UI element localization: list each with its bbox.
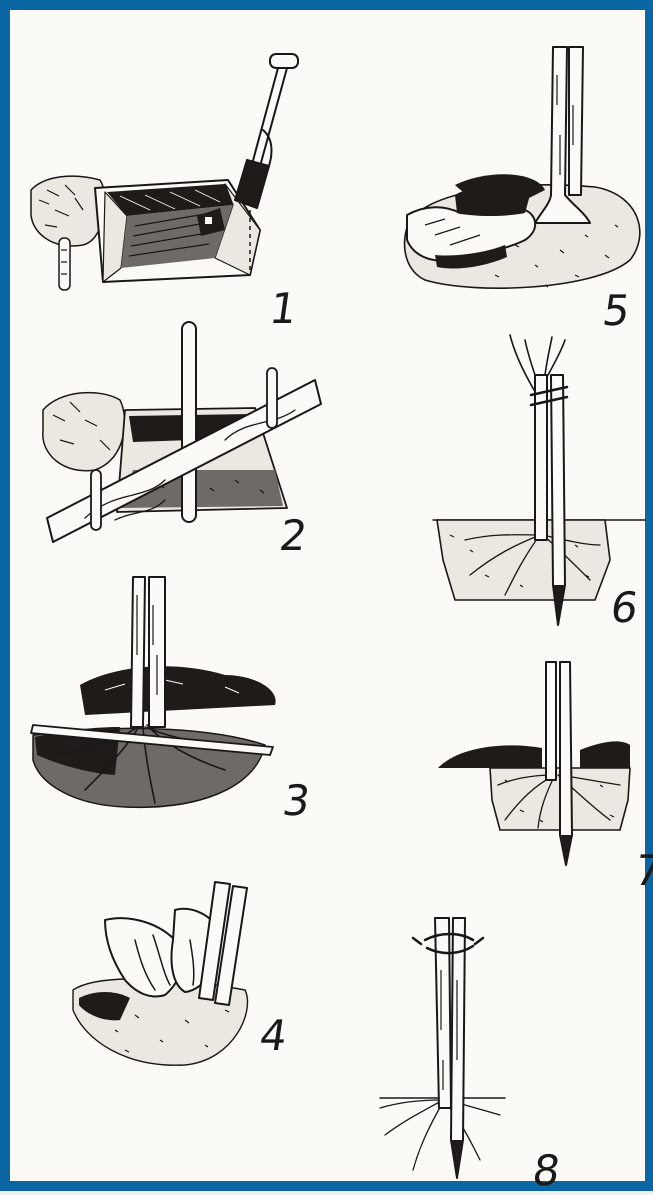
mark-center-with-stake-and-board-icon: [25, 320, 325, 560]
roots-in-filled-hole-icon: [430, 660, 653, 895]
step-4-panel: 4: [65, 880, 325, 1080]
step-3-panel: 3: [25, 575, 325, 825]
step-8-panel: 8: [365, 910, 610, 1195]
tree-tied-with-string-to-stake-icon: [365, 910, 610, 1195]
step-6-panel: 6: [425, 335, 653, 635]
step-7-panel: 7: [430, 660, 653, 895]
backfill-soil-by-hand-icon: [65, 880, 325, 1080]
dig-square-hole-with-spade-icon: [25, 30, 310, 320]
spread-roots-in-hole-icon: [25, 575, 325, 825]
step-2-panel: 2: [25, 320, 325, 560]
step-1-panel: 1: [25, 30, 310, 320]
step-5-panel: 5: [395, 45, 653, 330]
